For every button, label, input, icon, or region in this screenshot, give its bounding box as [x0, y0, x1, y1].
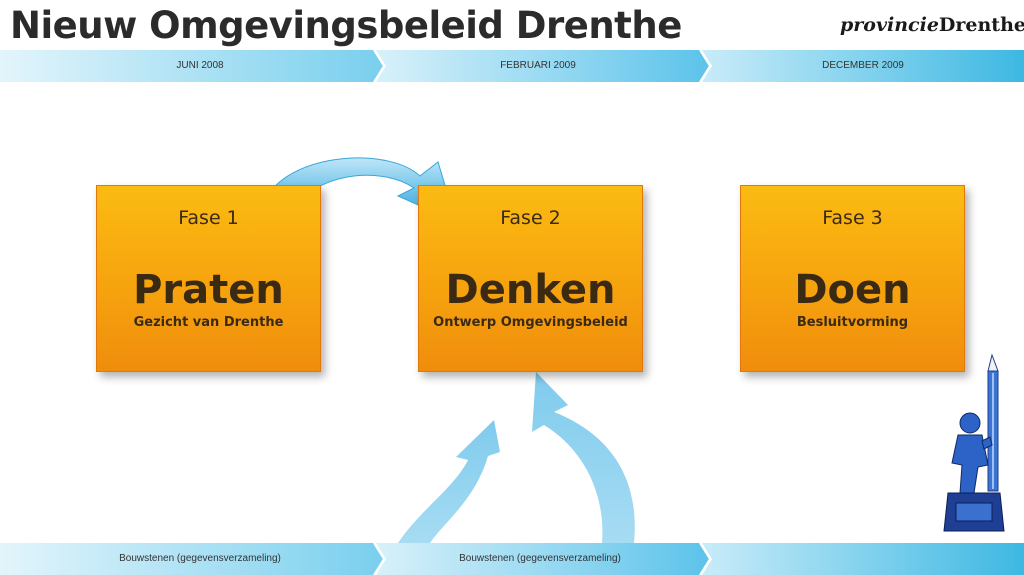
bottom-label-2: Bouwstenen (gegevensverzameling) [459, 553, 621, 564]
phase-title: Denken [445, 267, 616, 313]
phase-label: Fase 1 [178, 207, 239, 229]
bottom-label-1: Bouwstenen (gegevensverzameling) [119, 553, 281, 564]
bottom-band: Bouwstenen (gegevensverzameling) Bouwste… [0, 543, 1024, 575]
phase-title: Doen [794, 267, 911, 313]
timeline-date-2: FEBRUARI 2009 [500, 60, 576, 71]
phase-subtitle: Besluitvorming [796, 315, 909, 330]
phase-box-2: Fase 2 Denken Ontwerp Omgevingsbeleid [418, 185, 643, 372]
timeline-band-graphic [0, 50, 1024, 82]
bottom-band-graphic [0, 543, 1024, 575]
logo-text-provincie: provincie [840, 14, 939, 36]
page-title: Nieuw Omgevingsbeleid Drenthe [10, 4, 682, 47]
phase-label: Fase 3 [822, 207, 883, 229]
phase-box-1: Fase 1 Praten Gezicht van Drenthe [96, 185, 321, 372]
timeline-date-3: DECEMBER 2009 [822, 60, 904, 71]
timeline-date-1: JUNI 2008 [176, 60, 224, 71]
phase-subtitle: Gezicht van Drenthe [133, 315, 284, 330]
phase-title: Praten [133, 267, 284, 313]
logo-text-drenthe: Drenthe [938, 14, 1024, 36]
phase-box-3: Fase 3 Doen Besluitvorming [740, 185, 965, 372]
timeline-band: JUNI 2008 FEBRUARI 2009 DECEMBER 2009 [0, 50, 1024, 82]
upward-arrows-icon [398, 372, 635, 543]
phase-subtitle: Ontwerp Omgevingsbeleid [433, 315, 628, 330]
provincie-logo: provincieDrenthe [840, 14, 1024, 36]
phase-label: Fase 2 [500, 207, 561, 229]
statue-logo-icon [943, 353, 1005, 532]
